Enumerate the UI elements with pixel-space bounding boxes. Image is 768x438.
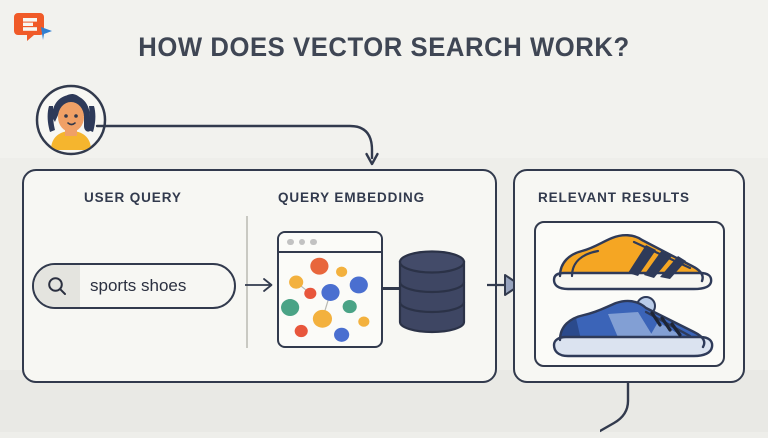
page-title: HOW DOES VECTOR SEARCH WORK?: [138, 32, 630, 62]
result-item-sports-shoe-blue[interactable]: [542, 292, 717, 364]
arrow-query-to-embedding-icon: [243, 273, 277, 297]
search-input[interactable]: sports shoes: [32, 263, 236, 309]
section-title-query-embedding: QUERY EMBEDDING: [278, 190, 426, 205]
window-dot-2: [298, 238, 305, 246]
panel-divider: [246, 216, 248, 348]
section-title-user-query: USER QUERY: [84, 190, 182, 205]
vector-database-icon: [396, 248, 468, 336]
embedding-point-5: [321, 284, 340, 301]
brand-logo[interactable]: [14, 8, 54, 44]
embedding-point-1: [336, 266, 348, 277]
embedding-point-0: [310, 257, 329, 275]
arrow-embedding-to-results-icon: [487, 271, 525, 299]
connector-results-tail: [598, 381, 680, 433]
embedding-point-6: [281, 299, 300, 316]
embedding-point-11: [334, 327, 350, 342]
user-avatar: [35, 84, 107, 156]
window-dot-1: [287, 238, 294, 246]
embedding-point-2: [289, 275, 304, 289]
background-band-top: [0, 0, 768, 158]
embedding-point-4: [304, 287, 317, 300]
result-item-sports-shoe-yellow[interactable]: [542, 226, 717, 298]
connector-avatar-to-panel: [95, 110, 395, 170]
embedding-scatter-plot: [279, 253, 381, 346]
embedding-point-7: [342, 300, 357, 314]
embedding-point-8: [312, 309, 333, 328]
embedding-point-9: [358, 316, 370, 327]
embedding-point-10: [294, 324, 308, 338]
embedding-window: [277, 231, 383, 348]
embedding-point-3: [349, 276, 368, 294]
window-dot-3: [310, 238, 317, 246]
search-icon: [34, 265, 80, 307]
section-title-relevant-results: RELEVANT RESULTS: [538, 190, 690, 205]
window-titlebar: [279, 233, 381, 253]
connector-embedding-to-database: [383, 287, 407, 290]
search-input-value: sports shoes: [90, 276, 187, 295]
